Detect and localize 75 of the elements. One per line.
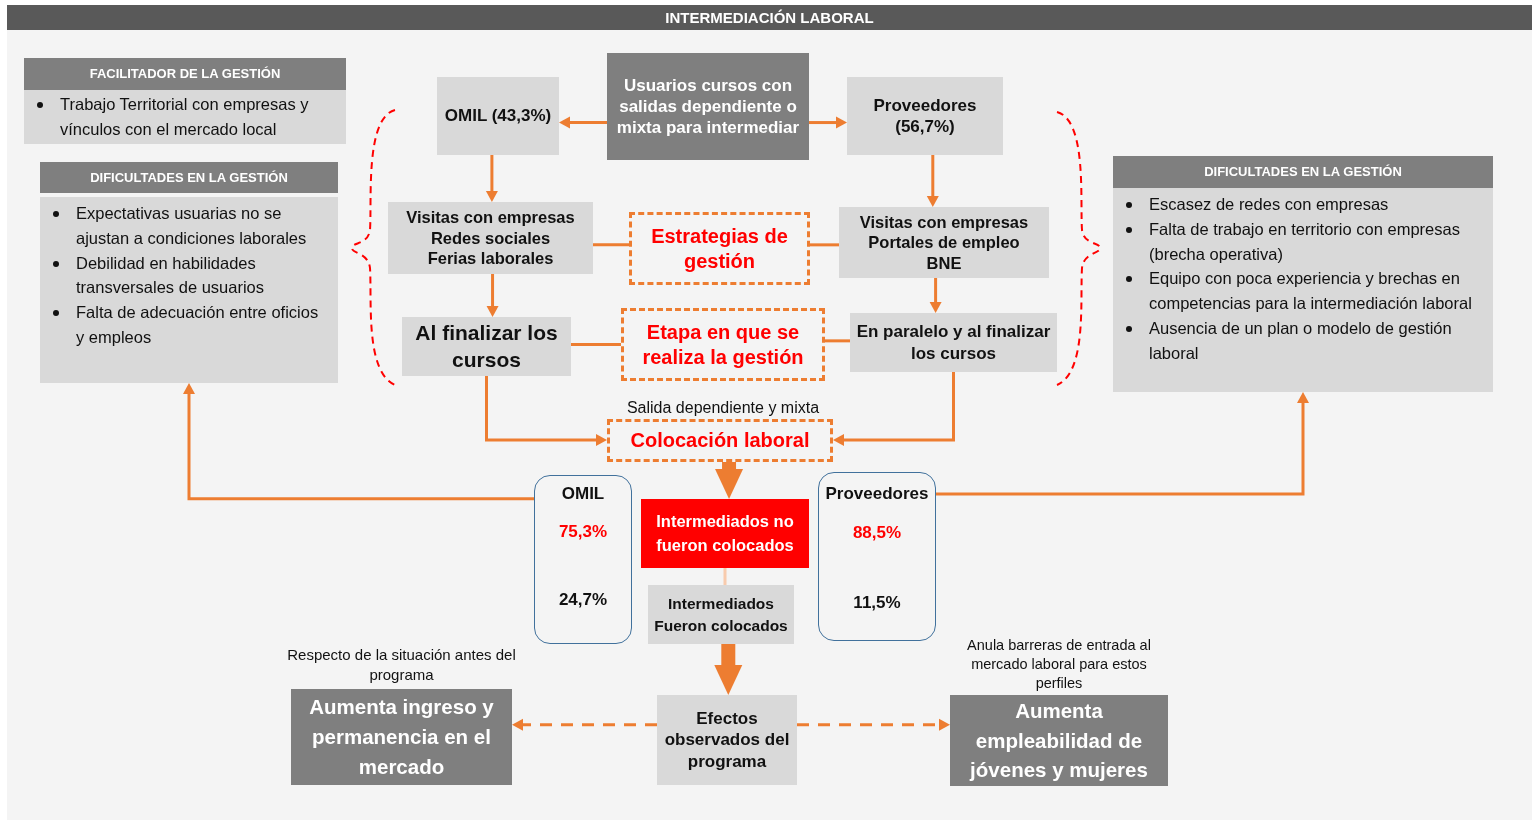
list-text: Equipo con poca experiencia y brechas en competencias para la intermediación laboral xyxy=(1149,269,1472,312)
node-label: OMIL (43,3%) xyxy=(443,105,553,127)
percentage-value: 75,3% xyxy=(558,522,608,542)
strategy-box xyxy=(388,202,593,274)
connector-line xyxy=(825,339,850,343)
process-box xyxy=(847,77,1003,155)
process-box xyxy=(850,313,1057,372)
note-text: Respecto de la situación antes del programa xyxy=(286,645,517,685)
dashed-box xyxy=(621,308,825,381)
percentage-value: 24,7% xyxy=(558,590,608,610)
node-label: Aumenta ingreso y permanencia en el mercado xyxy=(308,694,495,780)
node-label: Proveedores (56,7%) xyxy=(872,94,978,138)
title-bar: INTERMEDIACIÓN LABORAL xyxy=(7,5,1532,30)
panel-header: DIFICULTADES EN LA GESTIÓN xyxy=(40,162,338,193)
arrow xyxy=(183,383,534,501)
node-label: Portales de empleo xyxy=(867,232,1021,253)
arrow xyxy=(485,376,607,447)
node-label: Ferias laborales xyxy=(426,248,555,269)
process-box xyxy=(437,77,559,155)
box-title: Proveedores xyxy=(825,484,929,504)
node-label: Al finalizar los cursos xyxy=(414,320,559,373)
arrow xyxy=(936,392,1309,496)
arrow xyxy=(926,155,939,207)
node-label: BNE xyxy=(925,252,963,274)
connector-line xyxy=(810,243,839,247)
list-text: Escasez de redes con empresas xyxy=(1149,195,1389,213)
arrow xyxy=(512,718,657,731)
node-label: Intermediados Fueron colocados xyxy=(653,593,789,636)
list-text: Debilidad en habilidades transversales de usuarios xyxy=(76,253,264,297)
node-label: En paralelo y al finalizar los cursos xyxy=(855,321,1052,364)
result-box xyxy=(534,475,632,644)
dashed-box xyxy=(629,212,810,285)
note-text: Anula barreras de entrada al mercado laboral para estos perfiles xyxy=(966,636,1152,693)
node-label: Redes sociales xyxy=(429,227,552,249)
node-label: Colocación laboral xyxy=(629,428,811,453)
list-text: Falta de trabajo en territorio con empresas (brecha operativa) xyxy=(1149,219,1460,263)
strategy-box xyxy=(839,207,1049,278)
node-label: Efectos observados del programa xyxy=(663,708,791,772)
node-label: Usuarios cursos con salidas dependiente o mixta para intermediar xyxy=(615,74,801,139)
panel-header: DIFICULTADES EN LA GESTIÓN xyxy=(1113,156,1493,188)
arrow xyxy=(486,274,499,317)
connector-line xyxy=(571,343,621,346)
arrow xyxy=(833,372,955,447)
connector-line xyxy=(723,568,727,585)
box-title: OMIL xyxy=(561,484,605,504)
arrow xyxy=(929,278,942,313)
node-label: Visitas con empresas xyxy=(858,211,1030,233)
outcome-box xyxy=(641,499,809,568)
arrow xyxy=(809,116,847,129)
note-text: Salida dependiente y mixta xyxy=(625,398,821,418)
arrow xyxy=(797,718,950,731)
block-arrow xyxy=(715,462,744,499)
result-box xyxy=(818,472,936,641)
node-label: Etapa en que se realiza la gestión xyxy=(641,319,805,370)
list-text: Falta de adecuación entre oficios y empleos xyxy=(76,303,319,346)
source-box xyxy=(607,53,809,160)
connector-line xyxy=(593,243,629,247)
process-box xyxy=(657,695,797,785)
node-label: Estrategias de gestión xyxy=(650,223,789,274)
list-text: Trabajo Territorial con empresas y vínculos con el mercado local xyxy=(60,95,309,138)
info-panel xyxy=(40,162,338,383)
stage-box xyxy=(402,317,571,376)
node-label: Visitas con empresas xyxy=(405,207,576,228)
info-panel xyxy=(24,58,346,144)
node-label: Intermediados no fueron colocados xyxy=(655,511,795,556)
percentage-value: 11,5% xyxy=(853,593,901,613)
list-text: Ausencia de un plan o modelo de gestión laboral xyxy=(1149,318,1452,362)
arrow xyxy=(559,116,607,129)
outcome-box xyxy=(648,585,794,644)
block-arrow xyxy=(714,644,743,695)
panel-header: FACILITADOR DE LA GESTIÓN xyxy=(24,58,346,90)
arrow xyxy=(485,155,498,202)
percentage-value: 88,5% xyxy=(852,523,902,543)
node-label: Aumenta empleabilidad de jóvenes y mujeres xyxy=(968,697,1149,784)
list-text: Expectativas usuarias no se ajustan a condiciones laborales xyxy=(76,204,307,247)
